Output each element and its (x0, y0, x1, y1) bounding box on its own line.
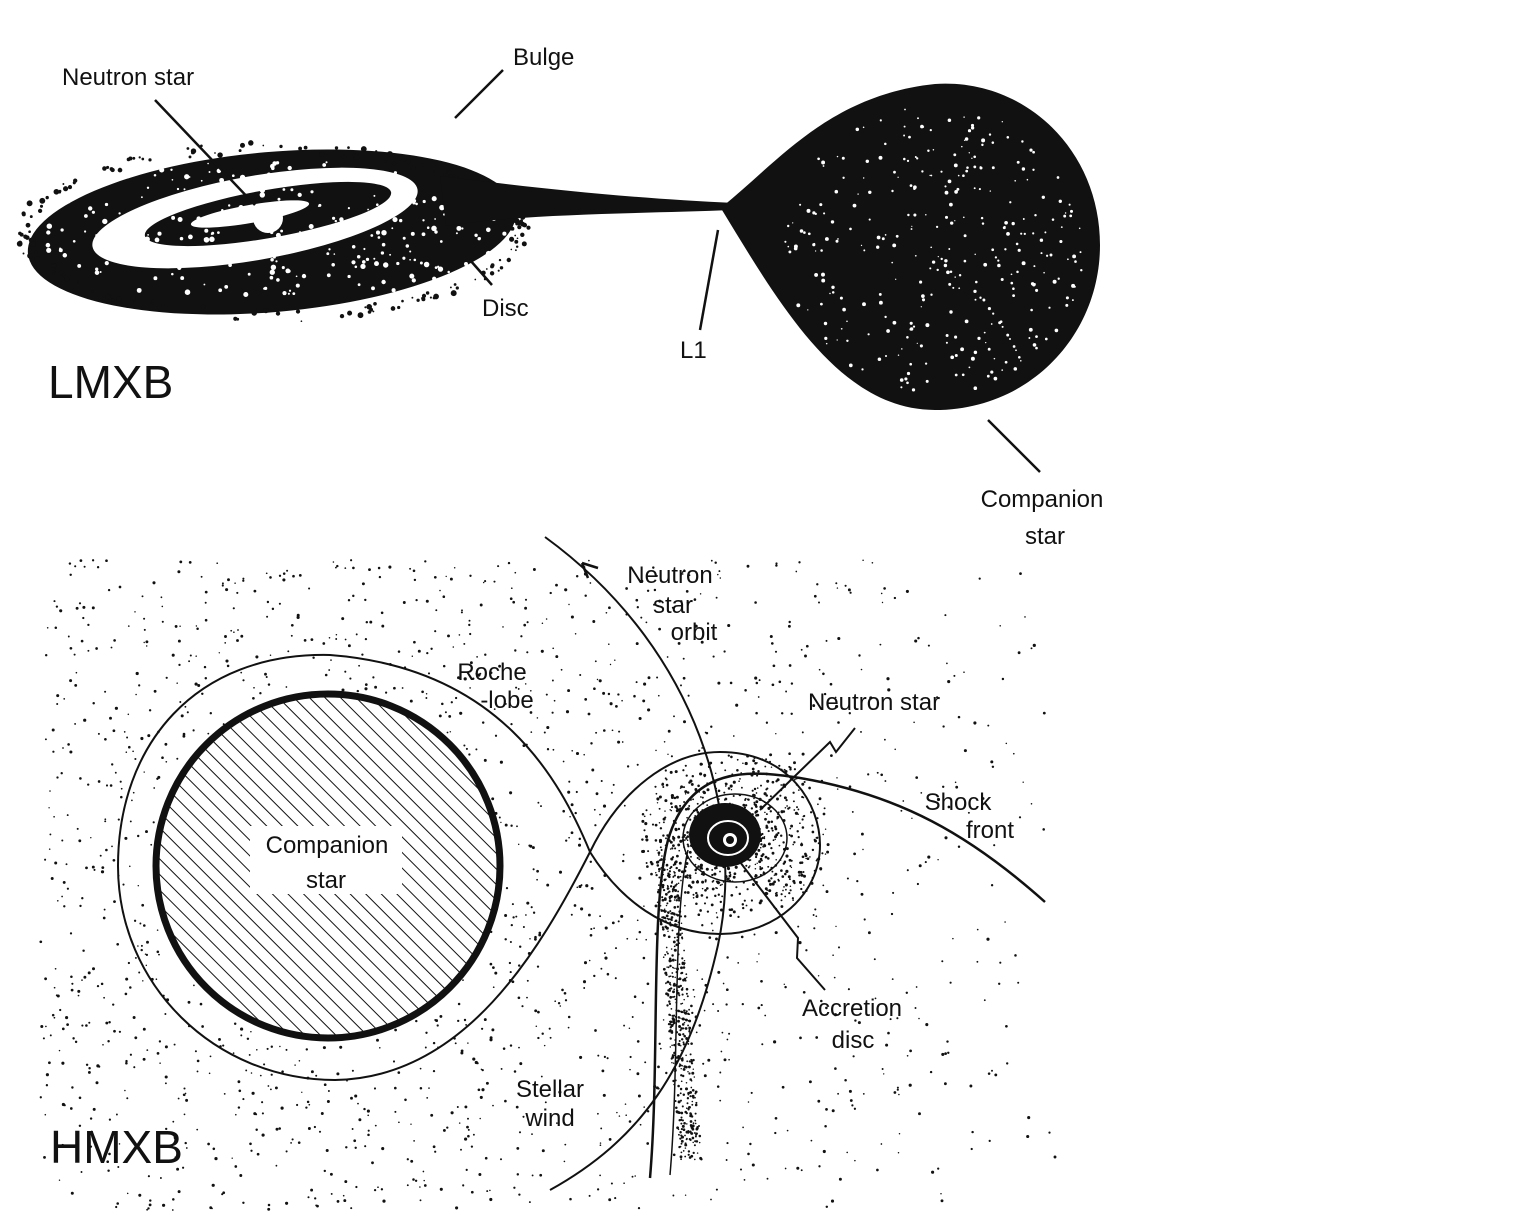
hmxb-accretion-disc (682, 793, 788, 883)
label-neutron-star: Neutron star (808, 689, 940, 716)
lmxb-panel: Neutron star Bulge Disc L1 Companion sta… (16, 44, 1104, 550)
hmxb-panel: Neutron star orbit Roche -lobe Neutron s… (39, 536, 1057, 1211)
leader-neutron-star (154, 99, 256, 206)
leader-companion (987, 419, 1041, 473)
orbit-arrow-icon (580, 561, 599, 579)
hmxb-title: HMXB (50, 1121, 183, 1173)
label-accretion-line1: Accretion (802, 995, 902, 1022)
label-roche-line2: -lobe (480, 687, 533, 714)
label-orbit-line2: star (653, 592, 693, 619)
label-wind-line2: wind (524, 1105, 574, 1132)
lmxb-mass-transfer-stream (440, 176, 735, 226)
label-disc: Disc (482, 295, 529, 322)
label-l1: L1 (680, 337, 707, 364)
leader-l1 (698, 229, 720, 331)
lmxb-companion-star (722, 83, 1100, 411)
label-orbit-line3: orbit (671, 619, 718, 646)
roche-lobe (116, 653, 822, 1082)
label-shock-line2: front (966, 817, 1014, 844)
leader-disc (469, 259, 493, 286)
label-companion-line2: star (1025, 523, 1065, 550)
lmxb-neutron-star (253, 203, 283, 233)
label-companion-line1: Companion (981, 486, 1104, 513)
label-neutron-star: Neutron star (62, 64, 194, 91)
leader-bulge (454, 69, 504, 119)
label-orbit-line1: Neutron (627, 562, 712, 589)
label-wind-line1: Stellar (516, 1076, 584, 1103)
label-accretion-line2: disc (832, 1027, 875, 1054)
label-bulge: Bulge (513, 44, 574, 71)
label-shock-line1: Shock (925, 789, 993, 816)
shock-front (648, 772, 1046, 1179)
lmxb-accretion-disc (16, 140, 531, 323)
leader-accretion-disc (739, 861, 826, 991)
lmxb-leaders (154, 69, 1041, 473)
label-companion-line1: Companion (266, 832, 389, 859)
companion-speckle (784, 108, 1083, 392)
label-companion-line2: star (306, 867, 346, 894)
label-roche-line1: Roche (457, 659, 526, 686)
neutron-star-orbit (544, 536, 727, 1191)
lmxb-title: LMXB (48, 356, 173, 408)
leader-neutron-star (759, 727, 856, 811)
